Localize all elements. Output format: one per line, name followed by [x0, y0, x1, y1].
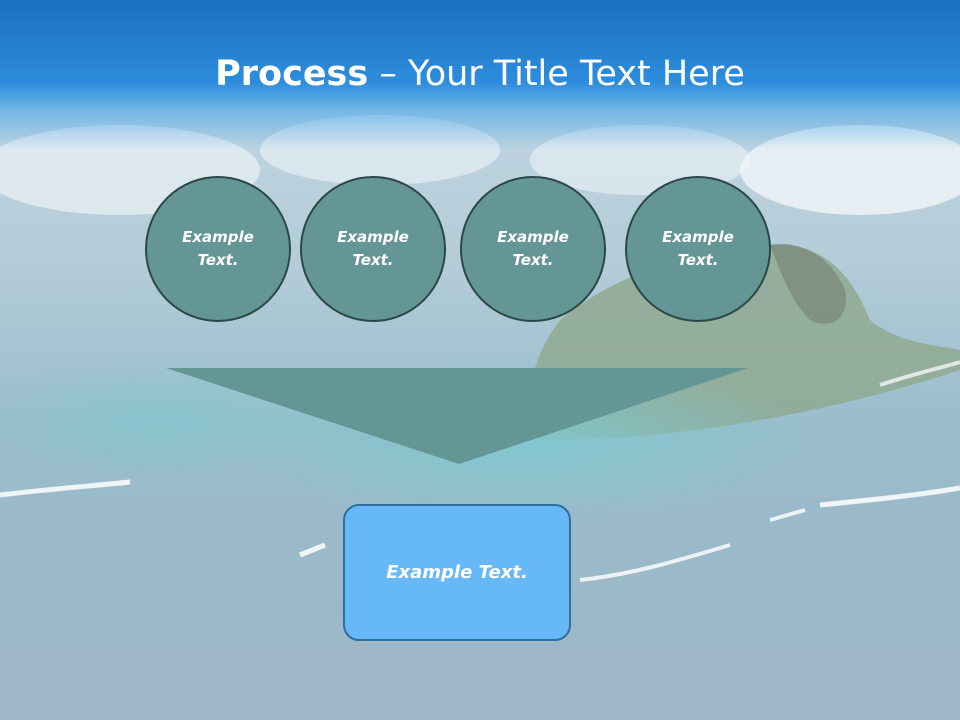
step-label-2: Example Text. [337, 228, 409, 269]
step-circle-1: Example Text. [145, 176, 291, 322]
title-bold-text: Process [215, 54, 369, 94]
step-label-3: Example Text. [497, 228, 569, 269]
step-circle-2: Example Text. [300, 176, 446, 322]
title-rest-text: – Your Title Text Here [368, 54, 745, 94]
step-circle-4: Example Text. [625, 176, 771, 322]
step-label-1: Example Text. [182, 228, 254, 269]
slide-title: Process – Your Title Text Here [0, 52, 960, 96]
title-bar [0, 0, 960, 150]
result-label: Example Text. [386, 562, 528, 583]
step-circle-3: Example Text. [460, 176, 606, 322]
result-box: Example Text. [343, 504, 571, 641]
step-label-4: Example Text. [662, 228, 734, 269]
